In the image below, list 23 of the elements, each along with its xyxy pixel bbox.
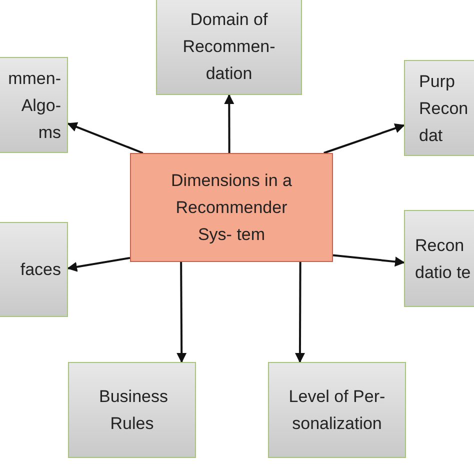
dimension-box	[404, 60, 474, 156]
dimension-box	[0, 57, 68, 153]
box-label: Business Rules	[99, 386, 165, 435]
dimension-box	[68, 362, 196, 458]
arrow	[67, 256, 130, 272]
dimension-box	[268, 362, 406, 458]
dimension-box	[404, 210, 474, 307]
arrow	[176, 262, 187, 363]
dimension-box	[0, 222, 68, 317]
dimension-box	[156, 0, 302, 95]
arrow	[224, 94, 234, 153]
arrow	[324, 123, 405, 154]
box-label: Domain of Recommen- dation	[182, 9, 276, 85]
box-label: Purp Recon dat	[419, 70, 470, 146]
arrow	[332, 254, 405, 267]
central-box	[130, 153, 333, 262]
box-label: Dimensions in a Recommender Sys- tem	[170, 170, 293, 246]
box-label: Level of Per- sonalization	[288, 386, 386, 435]
box-label: faces	[19, 259, 61, 281]
arrow	[67, 122, 144, 154]
arrow	[294, 262, 305, 363]
box-label: mmen- Algo- ms	[7, 68, 61, 144]
box-label: Recon datio te	[415, 234, 472, 284]
